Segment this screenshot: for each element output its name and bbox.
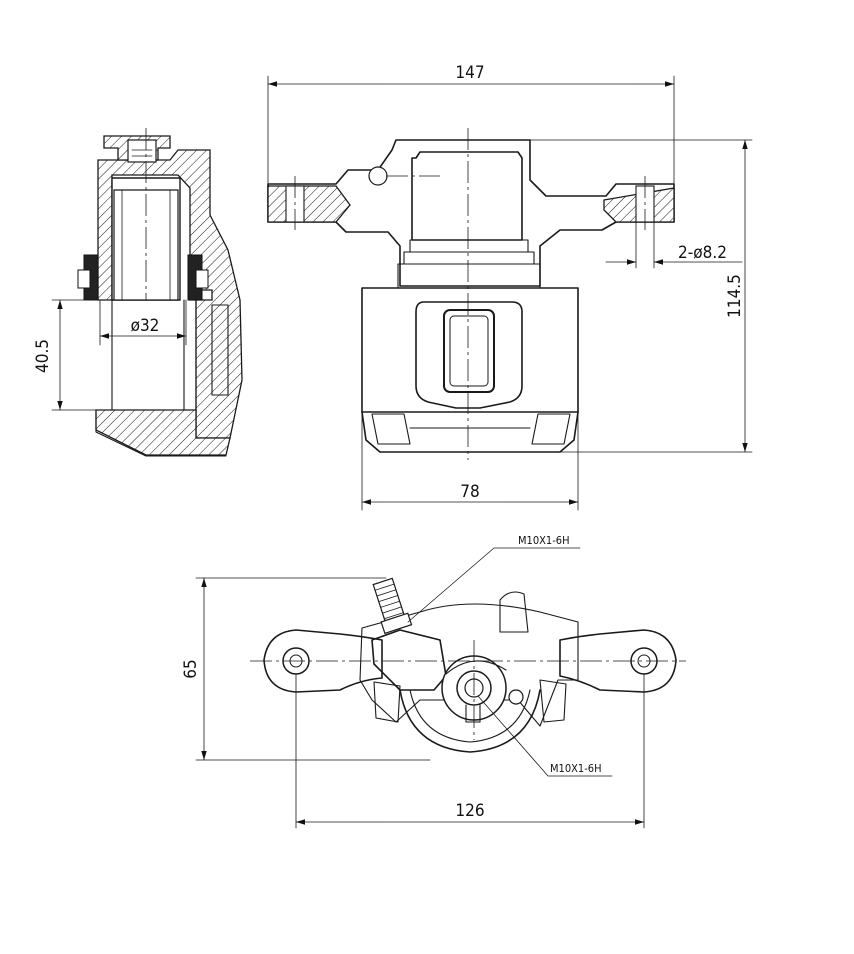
overall-width-dimension: 147 (267, 63, 675, 185)
body-width-dimension: 78 (361, 411, 579, 511)
bottom-hole-spacing-label: 126 (455, 801, 484, 821)
piston-offset-dimension: 40.5 (33, 299, 99, 411)
overall-width-label: 147 (455, 63, 484, 83)
mount-holes-label: 2-ø8.2 (678, 243, 727, 263)
bleeder-thread-label: M10X1-6H (518, 534, 570, 547)
side-section-view (77, 128, 243, 457)
piston-diameter-label: ø32 (131, 316, 160, 336)
mount-holes-dimension: 2-ø8.2 (605, 221, 743, 269)
piston-diameter-dimension: ø32 (99, 299, 187, 346)
front-view (267, 128, 675, 460)
piston-offset-label: 40.5 (33, 339, 53, 373)
bottom-height-dimension: 65 (181, 577, 431, 761)
overall-height-dimension: 114.5 (439, 139, 753, 453)
inlet-thread-label: M10X1-6H (550, 762, 602, 775)
inlet-thread-callout: M10X1-6H (477, 695, 613, 777)
bottom-height-label: 65 (181, 659, 201, 678)
body-width-label: 78 (460, 482, 479, 502)
overall-height-label: 114.5 (725, 274, 745, 318)
bleeder-thread-callout: M10X1-6H (407, 534, 581, 623)
bottom-view (250, 577, 686, 753)
bottom-hole-spacing-dimension: 126 (295, 673, 645, 829)
